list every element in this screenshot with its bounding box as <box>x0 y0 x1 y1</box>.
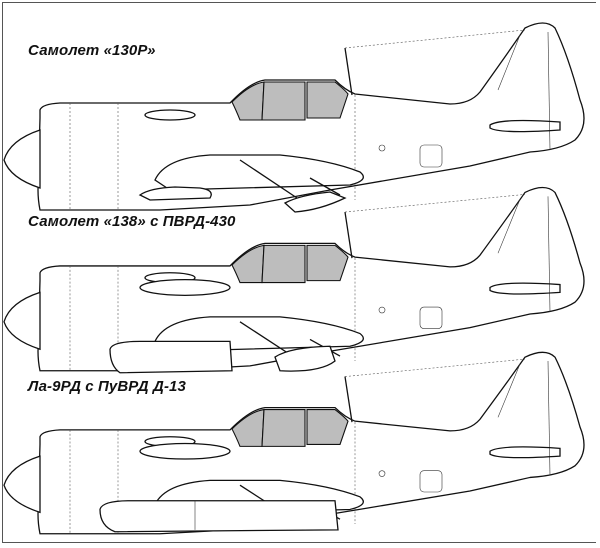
view-label-138: Самолет «138» с ПВРД-430 <box>28 213 236 230</box>
view-label-130r: Самолет «130Р» <box>28 42 156 59</box>
drawing-frame <box>2 2 596 543</box>
aircraft-130r <box>3 22 585 213</box>
aircraft-138-ramjet <box>3 186 585 374</box>
view-label-la9rd: Ла-9РД с ПуВРД Д-13 <box>28 378 186 395</box>
aircraft-la9rd-pulsejet <box>3 351 585 535</box>
